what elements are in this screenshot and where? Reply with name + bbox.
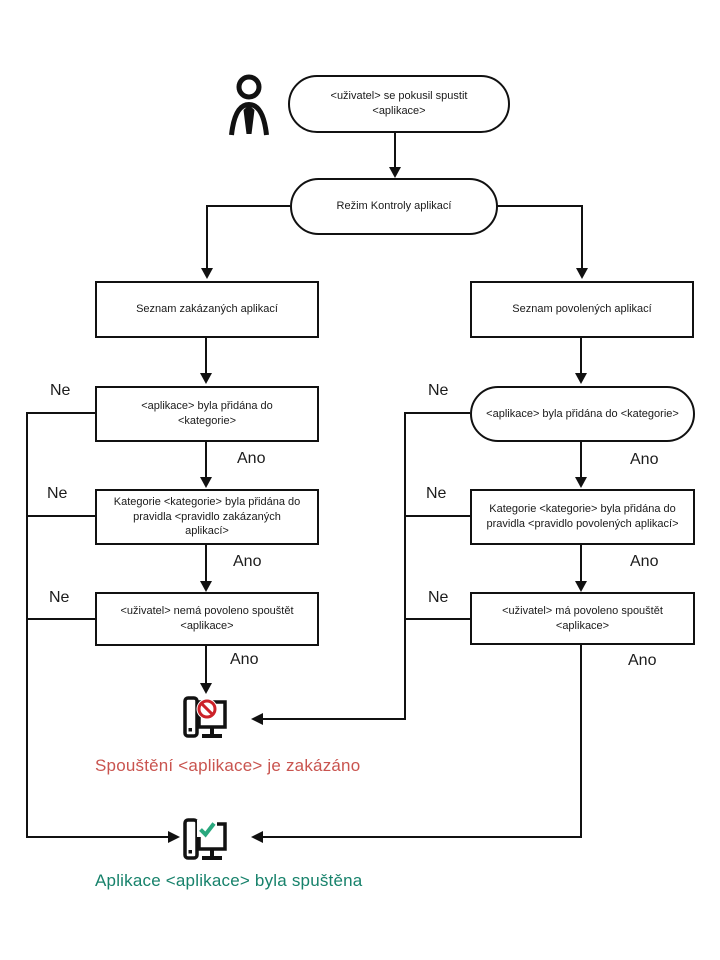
right-check3-label: <uživatel> má povoleno spouštět <aplikac… [502,604,663,632]
right-yes-label-1: Ano [630,451,659,468]
left-no-line-3 [28,618,95,620]
left-no-line-1 [28,412,95,414]
arrowhead-into-allowed-right [251,831,263,843]
start-node-label: <uživatel> se pokusil spustit <aplikace> [330,90,468,117]
left-check3-label: <uživatel> nemá povoleno spouštět <aplik… [120,605,294,632]
left-no-line-2 [28,515,95,517]
arrowhead-left2 [200,477,212,488]
arrowhead-right3 [575,581,587,592]
right-check2-label: Kategorie <kategorie> byla přidána do pr… [486,503,679,530]
connector-right2 [580,442,582,478]
right-yes-label-3: Ano [628,652,657,669]
arrowhead-left1 [200,373,212,384]
left-check1-node: <aplikace> byla přidána do <kategorie> [95,386,319,442]
left-no-rail [26,412,28,838]
right-no-rail [404,412,406,720]
left-check3-node: <uživatel> nemá povoleno spouštět <aplik… [95,592,319,646]
connector-left2 [205,442,207,478]
connector-mode-to-left-drop [206,205,208,269]
right-list-node: Seznam povolených aplikací [470,281,694,338]
left-list-label: Seznam zakázaných aplikací [136,303,278,316]
arrowhead-into-blocked [251,713,263,725]
left-yes-label-3: Ano [230,651,259,668]
arrowhead-right2 [575,477,587,488]
right-check1-label: <aplikace> byla přidána do <kategorie> [486,407,679,420]
left-yes-label-1: Ano [237,450,266,467]
left-check2-node: Kategorie <kategorie> byla přidána do pr… [95,489,319,545]
arrowhead-mode-to-right [576,268,588,279]
computer-blocked-icon [183,696,227,738]
computer-allowed-icon [183,818,227,860]
right-no-line-2 [406,515,470,517]
denied-result-text: Spouštění <aplikace> je zakázáno [95,756,361,775]
right-yes-label-2: Ano [630,553,659,570]
arrowhead-left4 [200,683,212,694]
left-no-label-3: Ne [49,589,70,606]
connector-right3 [580,545,582,582]
connector-mode-to-right-drop [581,205,583,269]
connector-left1 [205,338,207,374]
left-no-label-2: Ne [47,485,68,502]
user-icon [229,74,269,136]
left-check2-label: Kategorie <kategorie> byla přidána do pr… [113,495,301,538]
arrowhead-right1 [575,373,587,384]
arrowhead-into-allowed-left [168,831,180,843]
right-list-label: Seznam povolených aplikací [512,303,652,316]
right-no-label-2: Ne [426,485,447,502]
start-node: <uživatel> se pokusil spustit <aplikace> [288,75,510,133]
left-check1-label: <aplikace> byla přidána do <kategorie> [141,400,273,427]
left-no-label-1: Ne [50,382,71,399]
right-no-rail-to-blocked [262,718,406,720]
connector-left3 [205,545,207,582]
left-no-rail-to-allowed [26,836,169,838]
right-no-label-3: Ne [428,589,449,606]
right-yes-rail-to-allowed [262,836,582,838]
connector-left4 [205,646,207,684]
connector-mode-to-left [207,205,290,207]
allowed-result-text: Aplikace <aplikace> byla spuštěna [95,871,363,890]
right-no-line-3 [406,618,470,620]
left-yes-label-2: Ano [233,553,262,570]
connector-mode-to-right [497,205,583,207]
right-no-line-1 [406,412,470,414]
right-no-label-1: Ne [428,382,449,399]
connector-right1 [580,338,582,374]
arrowhead-left3 [200,581,212,592]
connector-start-to-mode [394,133,396,169]
left-list-node: Seznam zakázaných aplikací [95,281,319,338]
arrowhead-mode-to-left [201,268,213,279]
arrowhead-start-to-mode [389,167,401,178]
right-check3-node: <uživatel> má povoleno spouštět <aplikac… [470,592,695,645]
right-yes-rail [580,645,582,838]
mode-node-label: Režim Kontroly aplikací [336,200,452,213]
right-check1-node: <aplikace> byla přidána do <kategorie> [470,386,695,442]
right-check2-node: Kategorie <kategorie> byla přidána do pr… [470,489,695,545]
mode-node: Režim Kontroly aplikací [290,178,498,235]
